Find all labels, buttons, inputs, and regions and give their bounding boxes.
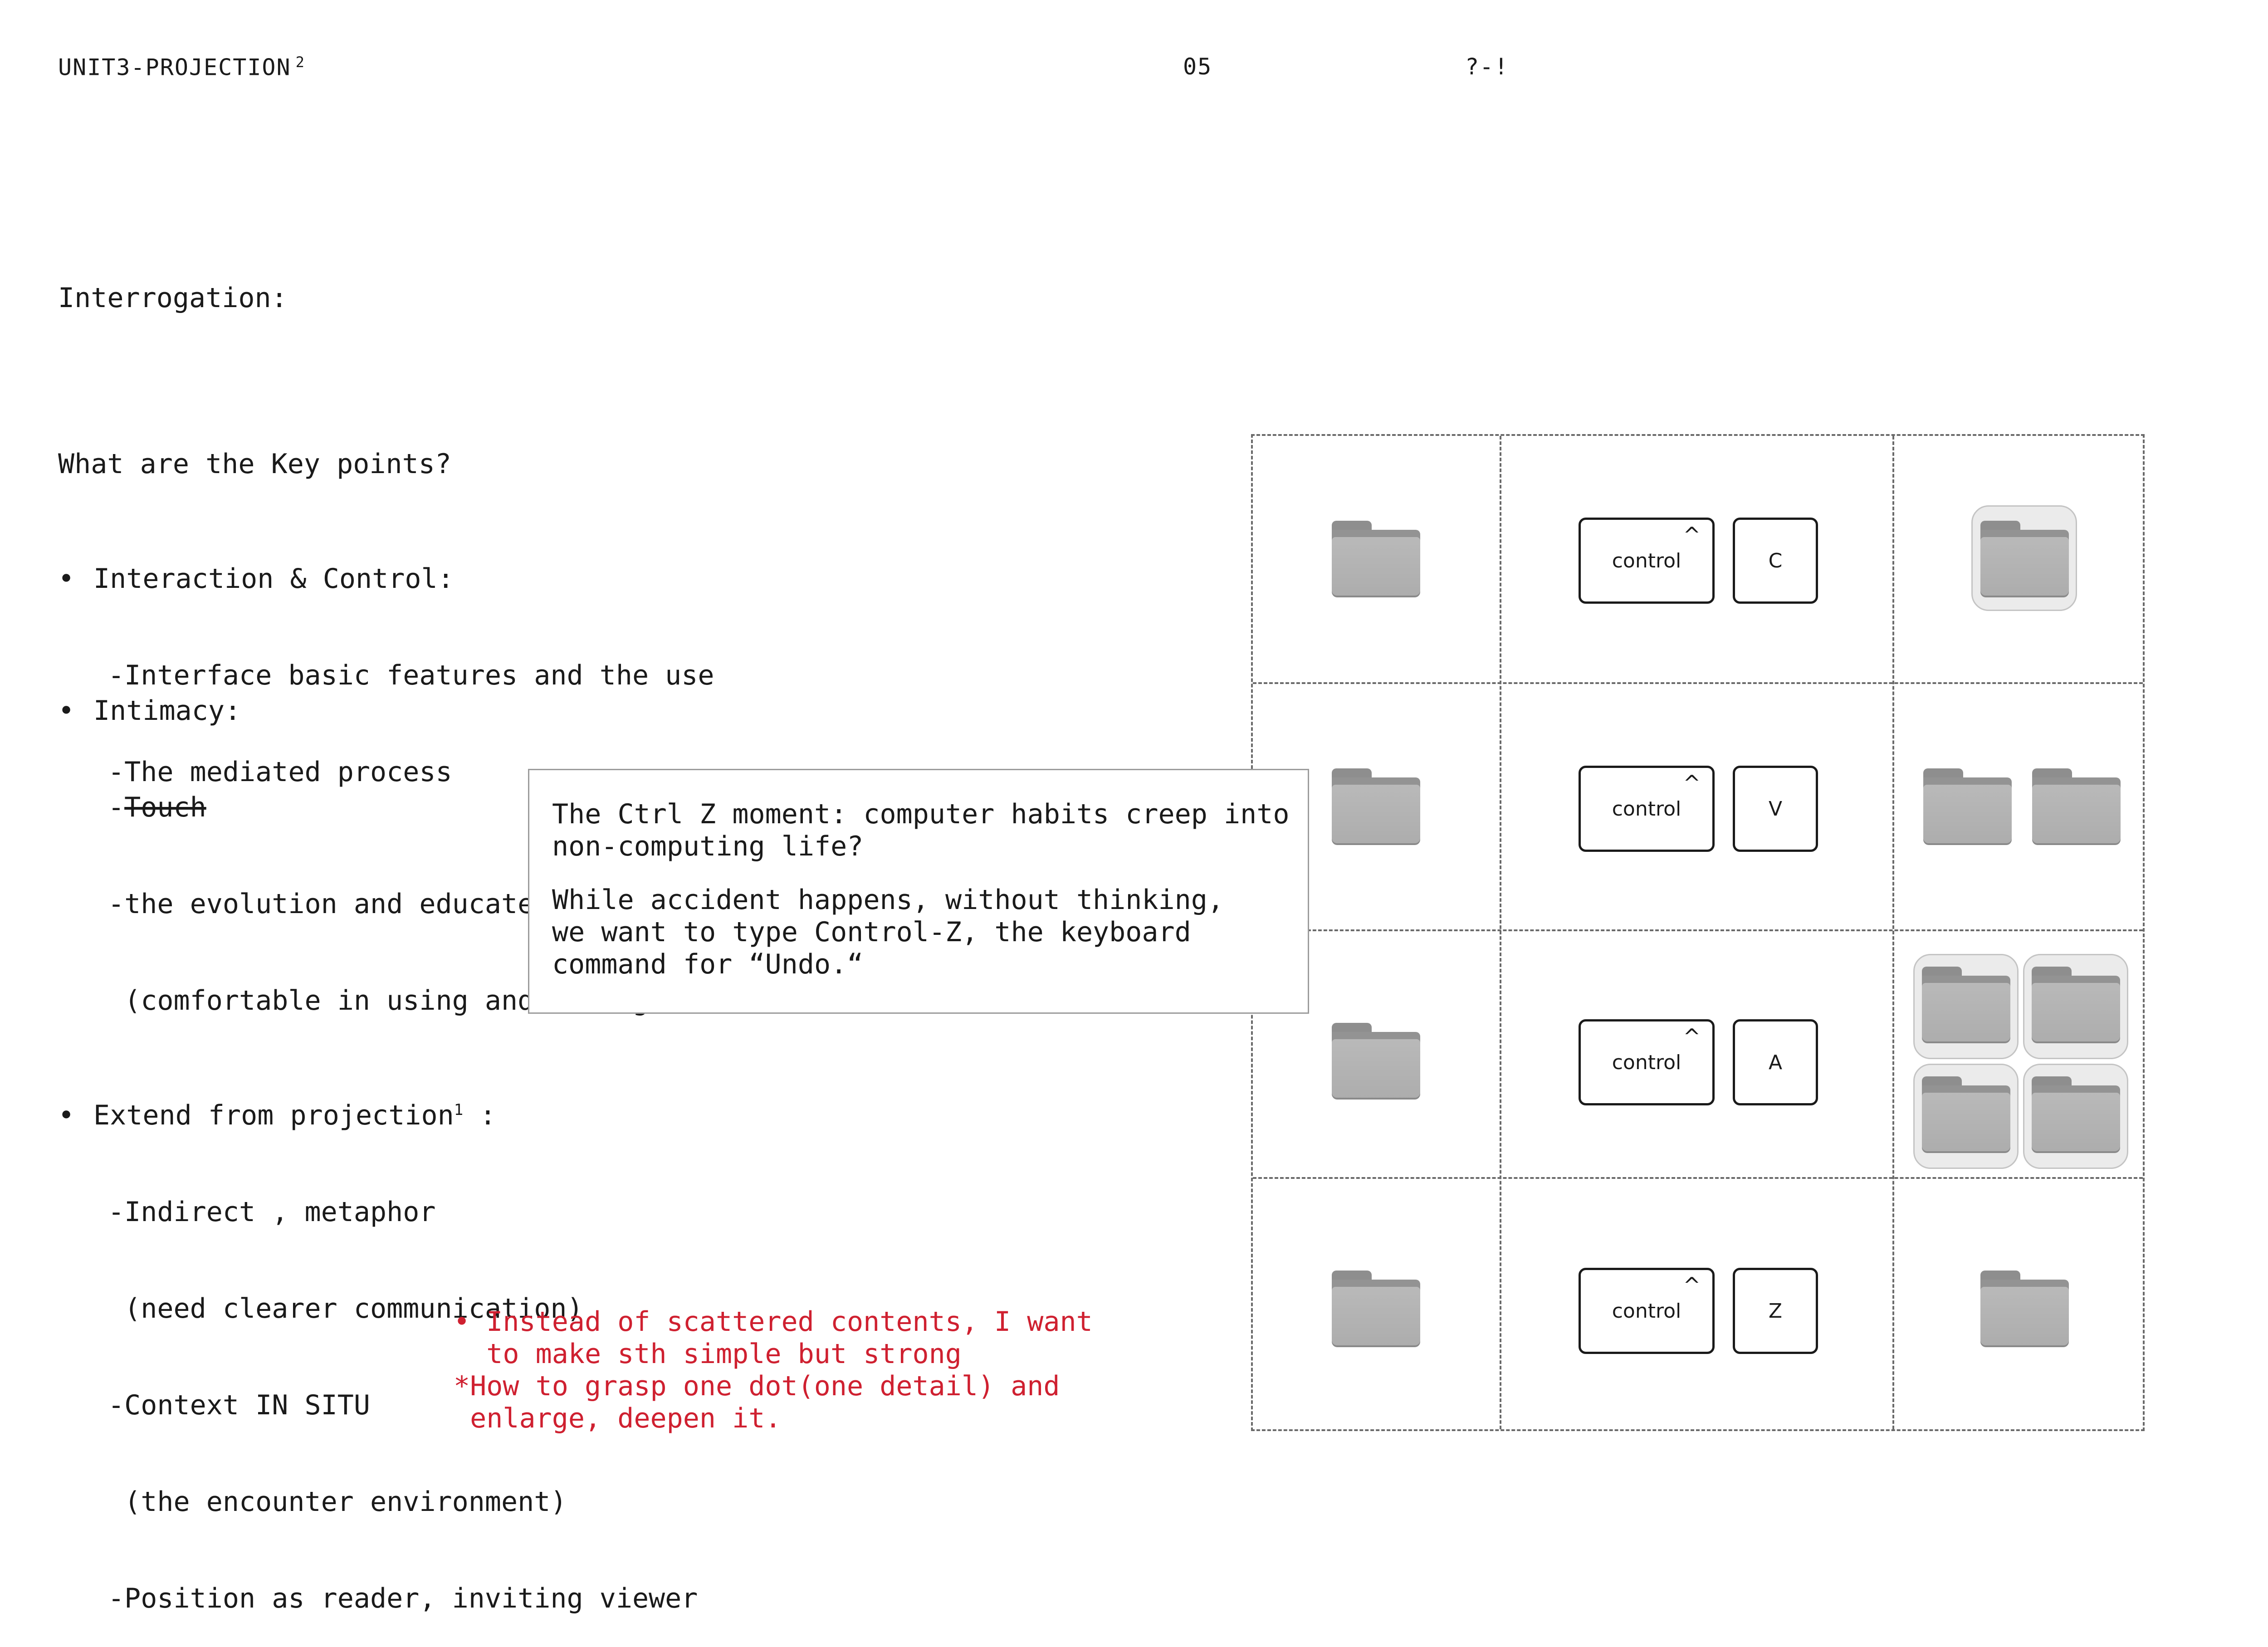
folder-icon (1980, 1271, 2069, 1345)
folder-icon (1332, 1023, 1420, 1098)
folder-icon (1922, 967, 2010, 1041)
bullet: • (58, 695, 75, 727)
folder-icon (2032, 1076, 2120, 1151)
extend-line-4: (the encounter environment) (108, 1486, 567, 1518)
interaction-line-2: -The mediated process (108, 756, 452, 788)
control-key: ^control (1579, 518, 1715, 604)
ctrl-z-quote-box: The Ctrl Z moment: computer habits creep… (528, 769, 1309, 1014)
folder-icon (1922, 1076, 2010, 1151)
control-key: ^control (1579, 766, 1715, 852)
quote-line-4: we want to type Control-Z, the keyboard (552, 916, 1191, 948)
interrogation-label: Interrogation: (58, 282, 288, 314)
shortcut-diagram: ^control C ^control V ^control A ^contro… (1251, 434, 2145, 1431)
folder-icon (2032, 768, 2121, 843)
bullet: • (58, 563, 75, 595)
folder-icon (1332, 1271, 1420, 1345)
extend-title: Extend from projection (93, 1100, 454, 1131)
key-points-question: What are the Key points? (58, 448, 451, 480)
extend-line-1: -Indirect , metaphor (108, 1196, 436, 1228)
grid-divider (1253, 1177, 2143, 1179)
folder-icon (1980, 521, 2069, 596)
z-key: Z (1733, 1268, 1818, 1354)
red-note-line-1: • Instead of scattered contents, I want (454, 1306, 1093, 1338)
interaction-title: Interaction & Control: (93, 563, 454, 595)
extend-footnote: 1 (454, 1101, 464, 1119)
c-key: C (1733, 518, 1818, 604)
struck-text: Touch (124, 792, 206, 823)
red-note-line-4: enlarge, deepen it. (454, 1403, 782, 1434)
a-key: A (1733, 1019, 1818, 1105)
folder-icon (1332, 521, 1420, 596)
quote-line-3: While accident happens, without thinking… (552, 884, 1224, 916)
red-note: • Instead of scattered contents, I want … (454, 1274, 1093, 1435)
grid-divider (1500, 436, 1501, 1429)
grid-divider (1892, 436, 1894, 1429)
grid-divider (1253, 929, 2143, 931)
quote-line-2: non-computing life? (552, 831, 864, 862)
folder-icon (1332, 768, 1420, 843)
quote-line-5: command for “Undo.“ (552, 948, 864, 980)
control-key: ^control (1579, 1268, 1715, 1354)
extend-line-3: -Context IN SITU (108, 1389, 370, 1421)
red-note-line-2: to make sth simple but strong (454, 1338, 962, 1370)
extend-line-2: (need clearer communication) (108, 1293, 583, 1324)
v-key: V (1733, 766, 1818, 852)
bullet: • (58, 1100, 75, 1131)
interaction-line-1: -Interface basic features and the use (108, 660, 714, 691)
quote-line-1: The Ctrl Z moment: computer habits creep… (552, 798, 1290, 830)
red-note-line-3: *How to grasp one dot(one detail) and (454, 1370, 1060, 1402)
interaction-section: • Interaction & Control: -Interface basic… (58, 498, 714, 821)
intimacy-line-struck: -Touch (108, 792, 206, 823)
control-key: ^control (1579, 1019, 1715, 1105)
intimacy-title: Intimacy: (93, 695, 241, 727)
folder-icon (1923, 768, 2012, 843)
header-marks: ?-! (1465, 54, 1509, 80)
grid-divider (1253, 682, 2143, 684)
page-number: 05 (1183, 54, 1212, 80)
folder-icon (2032, 967, 2120, 1041)
